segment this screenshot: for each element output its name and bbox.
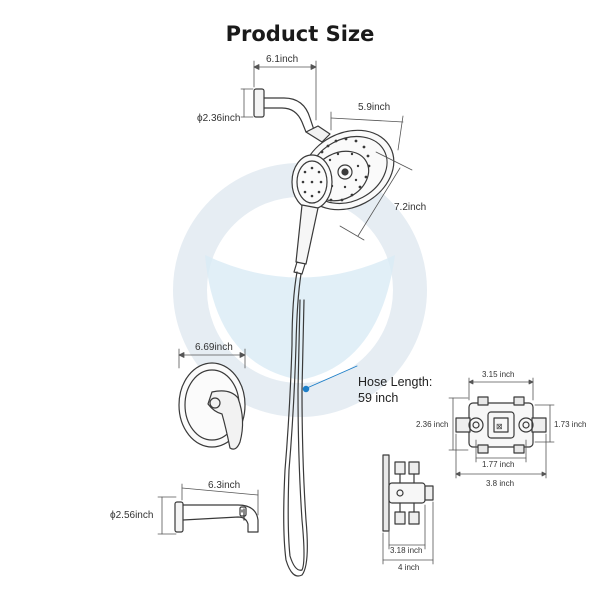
valve-inner-width-label: 1.77 inch bbox=[482, 460, 515, 469]
valve-right-dimension bbox=[534, 404, 555, 443]
tub-spout bbox=[174, 501, 259, 533]
spout-length-dimension bbox=[181, 483, 259, 516]
arm-diameter-dimension bbox=[240, 88, 254, 118]
spout-diameter-label: ϕ2.56inch bbox=[110, 510, 154, 521]
valve-front-view: ⊠ bbox=[455, 396, 547, 454]
head-width-label: 5.9inch bbox=[358, 102, 391, 113]
valve-top-width-label: 3.15 inch bbox=[482, 370, 515, 379]
arm-diameter-label: ϕ2.36inch bbox=[197, 113, 241, 124]
trim-width-dimension bbox=[178, 348, 246, 369]
valve-left-height-label: 2.36 inch bbox=[416, 420, 449, 429]
hose-length-title: Hose Length: bbox=[358, 375, 433, 389]
hose-pointer bbox=[302, 365, 358, 393]
head-height-dimension bbox=[339, 151, 413, 241]
svg-text:⊠: ⊠ bbox=[496, 422, 503, 431]
handheld-sprayer bbox=[291, 154, 333, 275]
valve-side-dimensions bbox=[382, 501, 434, 565]
page-title: Product Size bbox=[225, 22, 375, 46]
hose-length-value: 59 inch bbox=[358, 391, 399, 405]
valve-side-total-label: 4 inch bbox=[398, 563, 420, 572]
valve-trim-plate bbox=[178, 362, 246, 450]
spout-length-label: 6.3inch bbox=[208, 480, 241, 491]
valve-side-view bbox=[382, 454, 434, 532]
valve-side-depth-label: 3.18 inch bbox=[390, 546, 423, 555]
valve-top-dimension bbox=[468, 377, 534, 401]
head-height-label: 7.2inch bbox=[394, 202, 427, 213]
shower-hose bbox=[283, 271, 308, 577]
arm-length-label: 6.1inch bbox=[266, 54, 299, 65]
valve-bottom-dimension bbox=[455, 433, 547, 479]
valve-bottom-width-label: 3.8 inch bbox=[486, 479, 515, 488]
trim-width-label: 6.69inch bbox=[195, 342, 233, 353]
arm-length-dimension bbox=[253, 60, 317, 121]
valve-inner-dimension bbox=[475, 439, 527, 463]
spout-diameter-dimension bbox=[157, 496, 177, 535]
valve-right-height-label: 1.73 inch bbox=[554, 420, 587, 429]
shower-arm bbox=[253, 88, 315, 133]
valve-left-dimension bbox=[448, 397, 469, 451]
head-width-dimension bbox=[330, 111, 404, 151]
hose-length-label: Hose Length: 59 inch bbox=[358, 374, 432, 406]
